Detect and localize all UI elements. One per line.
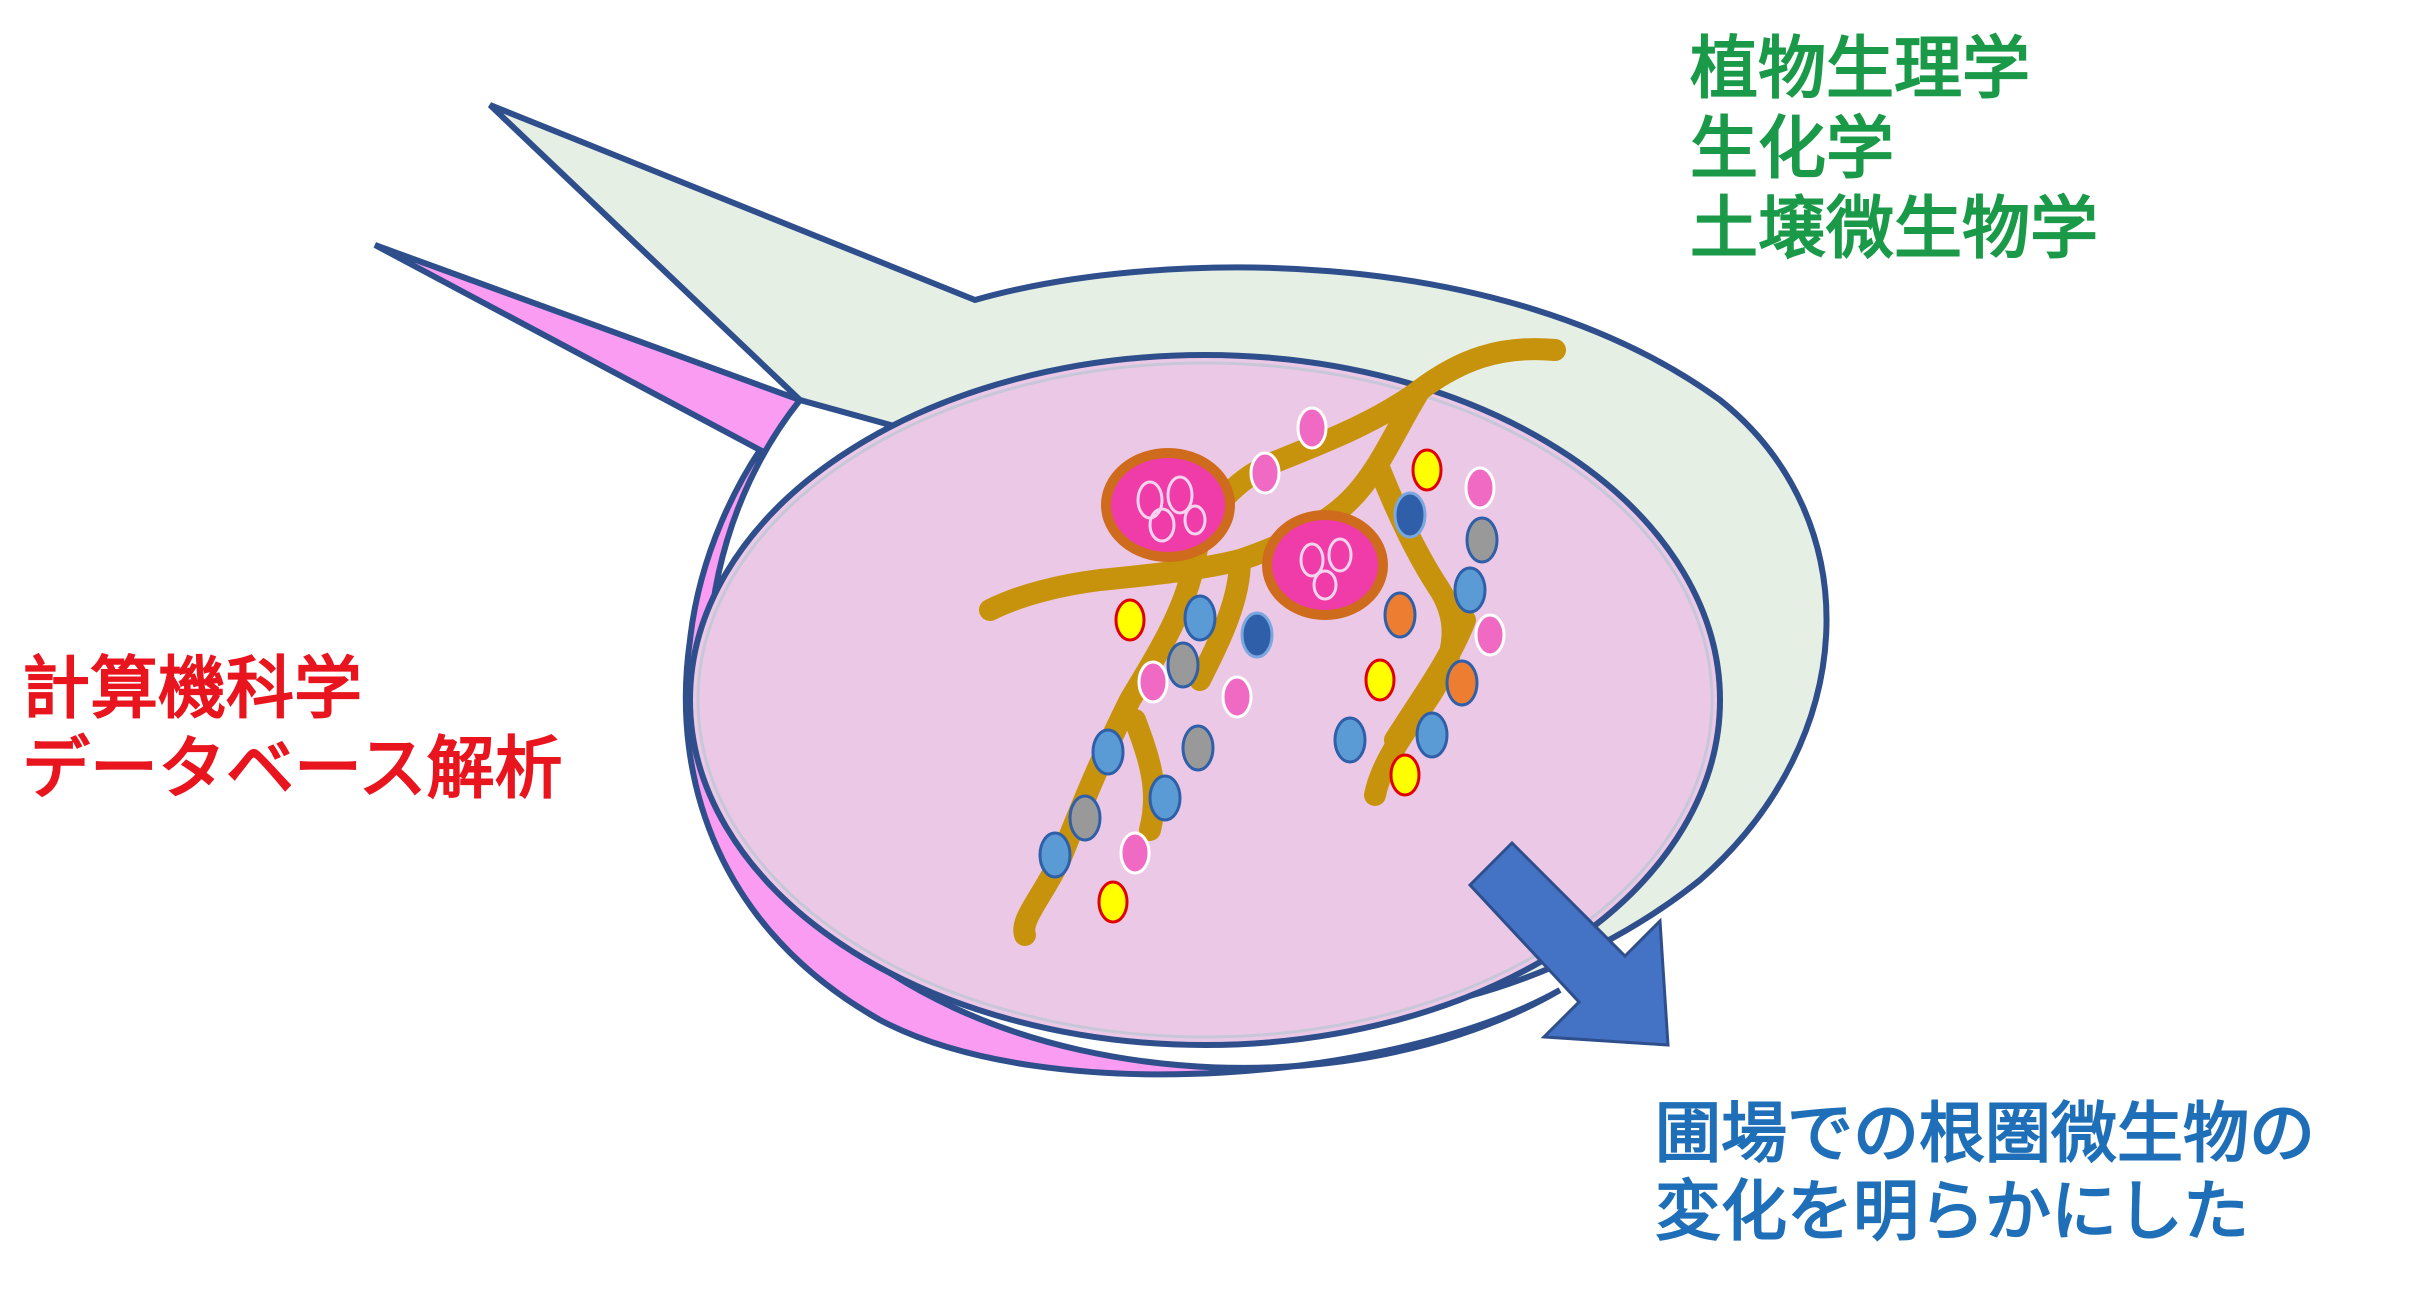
discipline-computer-science: 計算機科学 [22, 650, 363, 729]
soil-rhizosphere-circle [687, 352, 1723, 1048]
microbe-gray [1465, 516, 1499, 564]
microbe-yellow [1097, 880, 1129, 924]
root-nodule-cell-left [1101, 448, 1235, 562]
microbe-orange [1383, 591, 1417, 639]
soil-microbes [1038, 406, 1506, 924]
microbe-gray [1166, 641, 1200, 689]
microbe-navy [1240, 611, 1274, 659]
result-line-1: 圃場での根圏微生物の [1655, 1095, 2315, 1172]
root-nodule-cell-right [1262, 510, 1388, 620]
biology-disciplines-label: 植物生理学 生化学 土壌微生物学 [1690, 30, 2098, 271]
microbe-pink [1221, 675, 1253, 719]
microbe-pink [1137, 660, 1169, 704]
result-line-2: 変化を明らかにした [1655, 1172, 2249, 1250]
microbe-blue [1415, 711, 1449, 759]
microbe-pink [1464, 466, 1496, 510]
microbe-blue [1453, 566, 1487, 614]
discipline-biochemistry: 生化学 [1690, 110, 1895, 190]
microbe-yellow [1114, 598, 1146, 642]
soil-inner-ring [696, 361, 1714, 1039]
microbe-blue [1038, 831, 1072, 879]
discipline-database-analysis: データベース解析 [22, 730, 563, 810]
result-arrow [1467, 840, 1670, 1047]
plant-roots [979, 338, 1566, 946]
microbe-pink [1119, 831, 1151, 875]
microbe-gray [1068, 794, 1102, 842]
computing-disciplines-label: 計算機科学 データベース解析 [22, 650, 563, 810]
microbe-blue [1183, 594, 1217, 642]
microbe-yellow [1411, 448, 1443, 492]
microbe-blue [1333, 716, 1367, 764]
result-statement: 圃場での根圏微生物の 変化を明らかにした [1655, 1095, 2315, 1251]
microbe-orange [1445, 659, 1479, 707]
microbe-blue [1091, 728, 1125, 776]
discipline-soil-microbiology: 土壌微生物学 [1690, 190, 2099, 270]
discipline-plant-physiology: 植物生理学 [1690, 30, 2031, 109]
microbe-navy [1393, 491, 1427, 539]
microbe-yellow [1389, 753, 1421, 797]
microbe-blue [1148, 774, 1182, 822]
microbe-pink [1249, 451, 1281, 495]
microbe-pink [1474, 613, 1506, 657]
microbe-yellow [1364, 658, 1396, 702]
microbe-pink [1296, 406, 1328, 450]
microbe-gray [1181, 724, 1215, 772]
